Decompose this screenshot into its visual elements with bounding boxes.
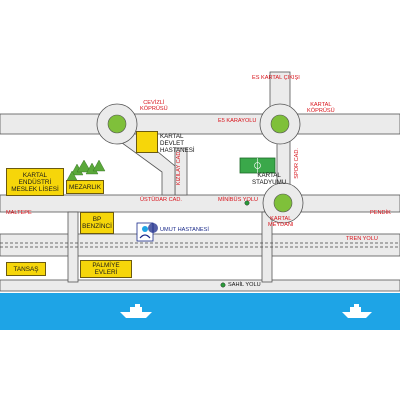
bp-benzinci-building: BP BENZİNCİ [80, 212, 114, 234]
hospital-emblem-icon [148, 223, 158, 233]
tren-yolu-label: TREN YOLU [346, 236, 378, 242]
e5-highway [0, 113, 400, 135]
mezarlik-building: MEZARLIK [66, 180, 104, 194]
bus-stop-icon [220, 282, 226, 288]
devlet-hastanesi-building [136, 131, 158, 153]
es-kartal-cikisi-label: ES KARTAL ÇIKIŞI [252, 75, 300, 81]
tree-icon [65, 159, 106, 183]
cevizli-koprusu-label: CEVİZLİ KÖPRÜSÜ [140, 100, 168, 112]
tansas-building: TANSAŞ [6, 262, 46, 276]
kizilay-cad-label: KIZILAY CAD. [176, 150, 182, 186]
spor-cad-label: SPOR CAD. [294, 148, 300, 179]
coastal-road [0, 279, 400, 292]
pendik-label: PENDİK [370, 210, 391, 216]
devlet-hastanesi-label: KARTAL DEVLET HASTANESİ [160, 133, 195, 154]
kartal-koprusu-label: KARTAL KÖPRÜSÜ [307, 102, 335, 114]
meslek-lisesi-building: KARTAL ENDÜSTRİ MESLEK LİSESİ [6, 168, 64, 196]
sahil-yolu-label: SAHİL YOLU [228, 282, 261, 288]
bus-stop-icon [244, 200, 250, 206]
railway-corridor [0, 233, 400, 257]
kartal-meydani-label: KARTAL MEYDANI [268, 216, 294, 228]
ship-icon [342, 304, 372, 318]
railway-tracks [0, 242, 400, 248]
maltepe-label: MALTEPE [6, 210, 32, 216]
minibus-yolu-label: MİNİBÜS YOLU [218, 197, 258, 203]
uskudar-road [0, 194, 400, 213]
umut-hastanesi-label: UMUT HASTANESİ [160, 227, 209, 233]
roundabouts [96, 103, 304, 224]
palmiye-evleri-building: PALMİYE EVLERİ [80, 260, 132, 278]
stadyumu-label: KARTAL STADYUMU [252, 172, 287, 186]
e5-karayolu-label: E5 KARAYOLU [218, 118, 257, 124]
sea [0, 293, 400, 330]
ship-icon [120, 304, 152, 318]
ustudar-cad-label: ÜSTÜDAR CAD. [140, 197, 182, 203]
